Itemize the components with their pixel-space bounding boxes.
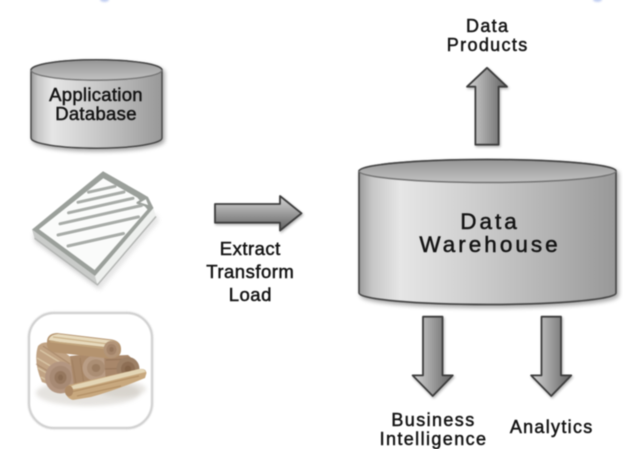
application-database-cylinder <box>30 59 163 149</box>
data-warehouse-cylinder <box>358 158 617 306</box>
business-intelligence-label: Business Intelligence <box>379 410 488 449</box>
etl-arrow <box>214 195 303 232</box>
analytics-label: Analytics <box>509 417 594 438</box>
data-products-arrow <box>466 66 508 146</box>
document-stack-icon <box>32 171 159 290</box>
business-intelligence-arrow <box>411 315 454 397</box>
blue-artifact-dot <box>593 0 602 2</box>
application-database-label: Application Database <box>49 83 143 124</box>
wood-logs-photo <box>27 311 154 430</box>
data-products-label: Data Products <box>446 16 529 55</box>
data-warehouse-label: Data Warehouse <box>419 208 561 257</box>
blue-artifact-dot <box>100 0 109 2</box>
analytics-arrow <box>530 315 573 397</box>
etl-label: Extract Transform Load <box>206 237 295 305</box>
